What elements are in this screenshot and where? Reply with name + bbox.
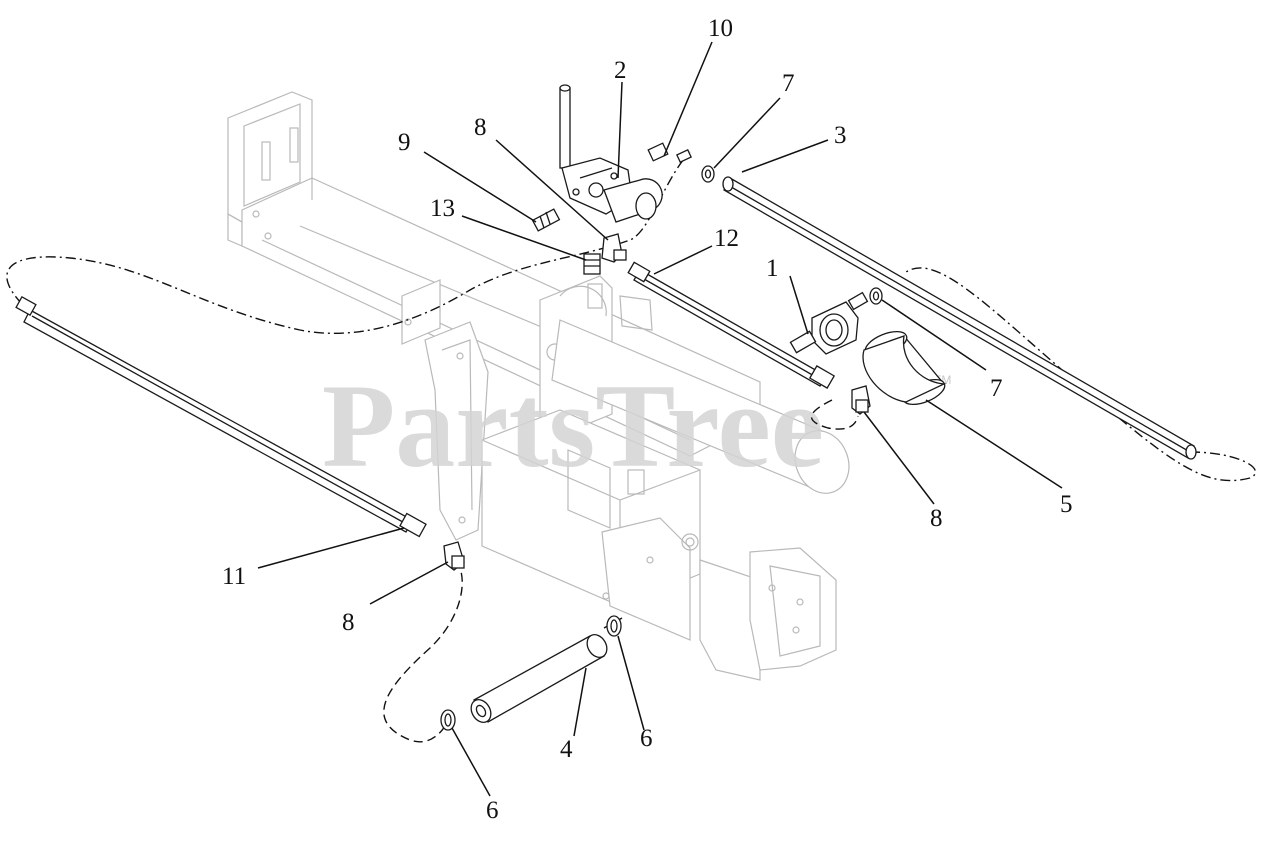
part-5-filter bbox=[862, 330, 947, 406]
callout-6a: 6 bbox=[640, 725, 653, 752]
part-7-clamp-upper bbox=[701, 165, 715, 183]
callout-8b: 8 bbox=[930, 505, 943, 532]
part-4-suction-hose bbox=[470, 634, 608, 723]
callout-4: 4 bbox=[560, 736, 573, 763]
callout-13: 13 bbox=[430, 195, 455, 222]
callout-11: 11 bbox=[222, 563, 246, 590]
hose-route-lower bbox=[383, 559, 463, 743]
callout-6b: 6 bbox=[486, 797, 499, 824]
part-8-elbow-mid bbox=[851, 385, 871, 415]
part-11-hose-long bbox=[15, 295, 427, 538]
callout-1: 1 bbox=[766, 255, 779, 282]
part-10-fitting bbox=[647, 142, 692, 164]
log-splitter-frame bbox=[227, 91, 850, 681]
callout-9: 9 bbox=[398, 129, 411, 156]
callout-8a: 8 bbox=[474, 114, 487, 141]
callout-2: 2 bbox=[614, 57, 627, 84]
part-3-hose-long bbox=[722, 176, 1197, 460]
hose-route-right bbox=[905, 267, 1257, 482]
hose-route-fitting8 bbox=[810, 399, 859, 430]
part-12-hose-medium bbox=[627, 261, 836, 389]
leader-lines bbox=[257, 41, 1063, 797]
part-6-clamp-lower bbox=[440, 709, 456, 731]
callout-10: 10 bbox=[708, 15, 733, 42]
callout-12: 12 bbox=[714, 225, 739, 252]
part-6-clamp-upper bbox=[606, 615, 622, 637]
watermark-text: PartsTree bbox=[322, 359, 824, 492]
part-9-fitting bbox=[531, 208, 561, 232]
callout-5: 5 bbox=[1060, 491, 1073, 518]
callout-3: 3 bbox=[834, 122, 847, 149]
part-1-filter-head bbox=[789, 291, 869, 355]
part-8-elbow-upper bbox=[601, 233, 627, 263]
part-2-control-valve bbox=[559, 84, 663, 223]
part-8-elbow-lower bbox=[443, 541, 465, 571]
part-7-clamp-lower bbox=[869, 287, 883, 305]
callout-8c: 8 bbox=[342, 609, 355, 636]
callout-7a: 7 bbox=[782, 70, 795, 97]
hose-route-left bbox=[6, 151, 691, 334]
part-13-fitting bbox=[583, 253, 601, 275]
callout-7b: 7 bbox=[990, 375, 1003, 402]
